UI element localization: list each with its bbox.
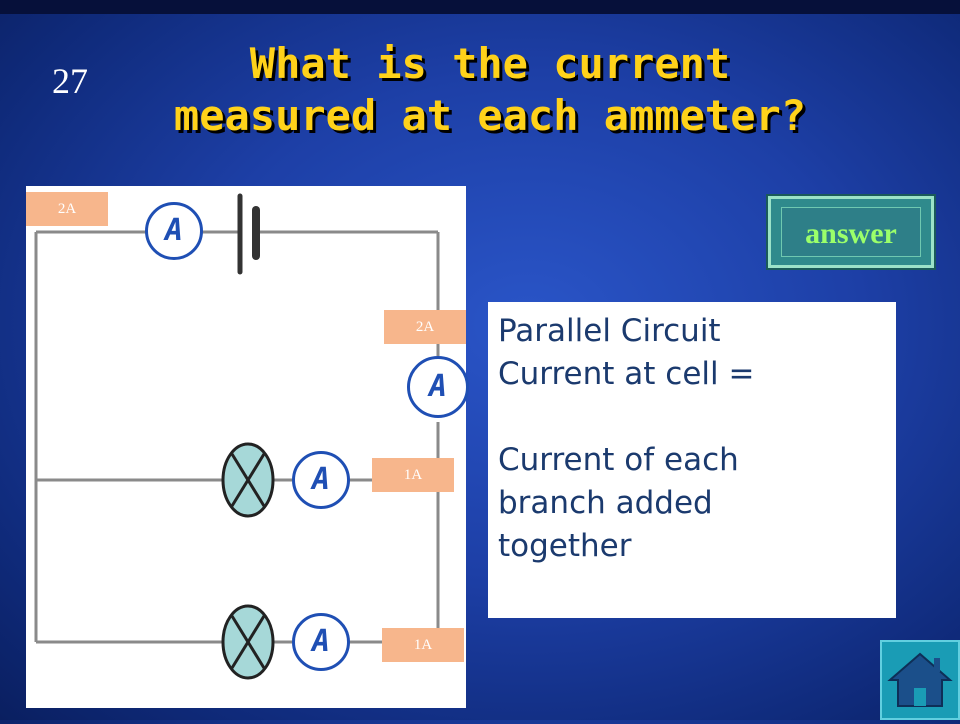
title-line-1: What is the current [249, 39, 731, 88]
answer-line: branch added [498, 485, 713, 521]
answer-button-label: answer [781, 207, 921, 257]
slide-number: 27 [52, 61, 88, 101]
ammeter-branch-2: A [292, 613, 350, 671]
answer-line: Parallel Circuit [498, 313, 721, 349]
answer-line: together [498, 528, 632, 564]
lamp-1 [221, 442, 275, 518]
current-label-cell: 2A [26, 192, 108, 226]
ammeter-main: A [407, 356, 469, 418]
cell-symbol [237, 193, 260, 275]
lamp-2 [221, 604, 275, 680]
ammeter-cell: A [145, 202, 203, 260]
top-bar [0, 0, 960, 14]
ammeter-branch-1: A [292, 451, 350, 509]
answer-line: Current at cell = [498, 356, 755, 392]
answer-line: Current of each [498, 442, 739, 478]
title-line-2: measured at each ammeter? [173, 91, 807, 140]
current-label-branch-1: 1A [372, 458, 454, 492]
current-label-main: 2A [384, 310, 466, 344]
home-icon [887, 652, 953, 707]
answer-line [498, 396, 886, 439]
circuit-wires [34, 193, 440, 680]
home-button[interactable] [880, 640, 960, 720]
current-label-branch-2: 1A [382, 628, 464, 662]
answer-button[interactable]: answer [766, 194, 936, 270]
question-title: What is the current measured at each amm… [70, 38, 910, 142]
circuit-diagram: 2A 2A 1A 1A A A A A [26, 186, 469, 708]
answer-panel: Parallel Circuit Current at cell = Curre… [488, 302, 896, 618]
